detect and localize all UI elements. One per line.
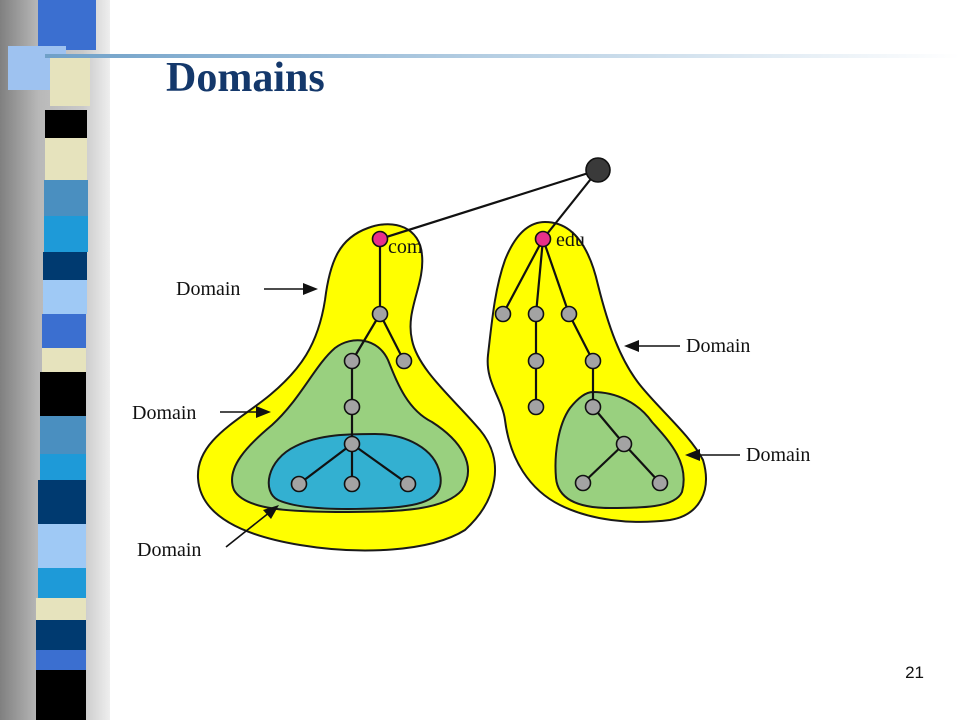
com-node <box>371 230 389 248</box>
callout-edu-inner-domain: Domain <box>746 444 810 466</box>
edu-node <box>534 230 552 248</box>
tree-node <box>343 475 361 493</box>
tree-node <box>371 305 389 323</box>
edu-label: edu <box>556 229 585 251</box>
tree-node <box>343 435 361 453</box>
root-node <box>585 157 611 183</box>
arrowhead <box>256 406 271 418</box>
com-inner-domain-region <box>267 432 442 511</box>
tree-node <box>494 305 512 323</box>
tree-node <box>527 398 545 416</box>
arrowhead <box>303 283 318 295</box>
slide-title: Domains <box>166 55 325 101</box>
tree-node <box>343 398 361 416</box>
tree-node <box>395 352 413 370</box>
arrowhead <box>685 449 700 461</box>
callout-edu-outer-domain: Domain <box>686 335 750 357</box>
slide-page-number: 21 <box>905 663 924 682</box>
tree-node <box>290 475 308 493</box>
callout-com-middle-domain: Domain <box>132 402 196 424</box>
com-subtree-nodes <box>290 305 417 493</box>
tree-node <box>651 474 669 492</box>
callout-com-inner-domain: Domain <box>137 539 201 561</box>
title-underline-bar <box>45 54 960 58</box>
strip-blocks <box>8 0 96 720</box>
callout-arrow <box>225 511 271 548</box>
tree-node <box>399 475 417 493</box>
arrowhead <box>624 340 639 352</box>
arrowhead <box>263 505 279 519</box>
tree-node <box>527 352 545 370</box>
tree-node <box>574 474 592 492</box>
edu-subtree-nodes <box>494 305 669 492</box>
tree-node <box>560 305 578 323</box>
tree-node <box>584 352 602 370</box>
tree-node <box>527 305 545 323</box>
callout-com-outer-domain: Domain <box>176 278 240 300</box>
tree-node <box>615 435 633 453</box>
tree-node <box>343 352 361 370</box>
decorative-left-strip <box>0 0 110 720</box>
tree-node <box>584 398 602 416</box>
com-label: com <box>388 236 423 258</box>
domain-tree-diagram: com edu Domain Domain Domain Domain Doma… <box>132 157 810 561</box>
